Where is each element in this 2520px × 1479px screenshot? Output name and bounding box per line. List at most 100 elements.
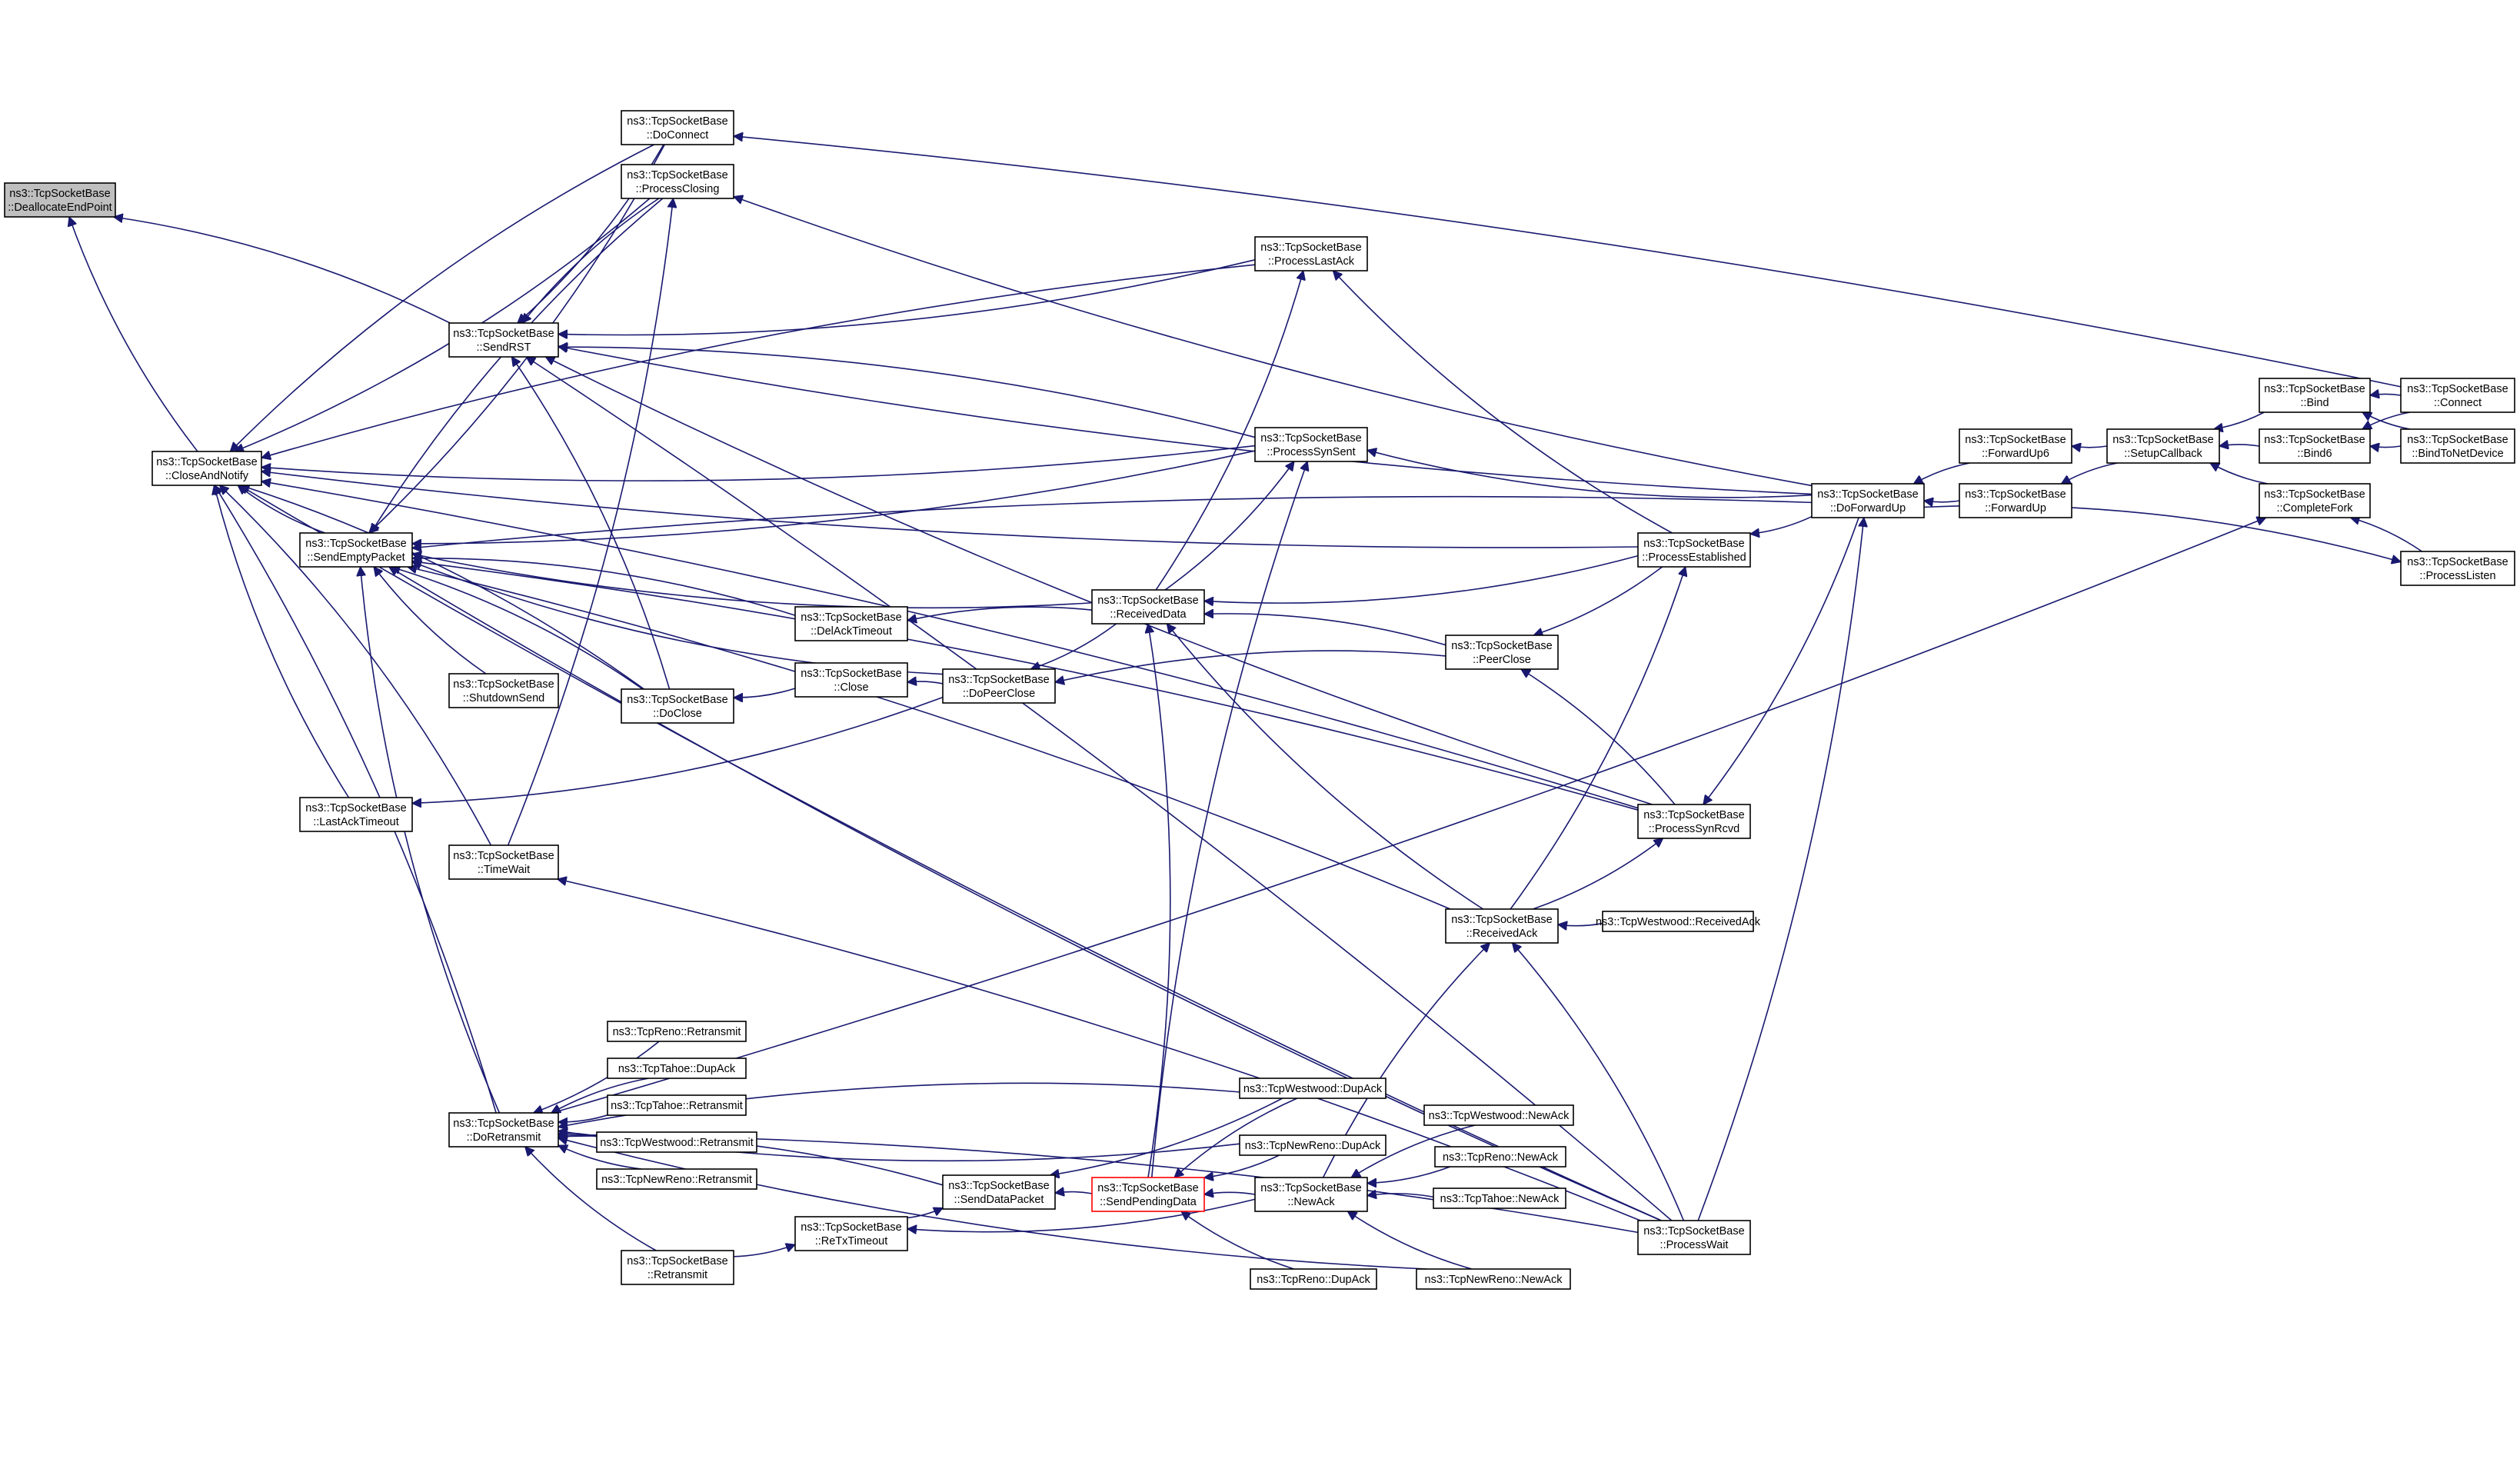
node-bind[interactable]: ns3::TcpSocketBase::Bind xyxy=(2259,378,2371,413)
node-newRenoNewAck[interactable]: ns3::TcpNewReno::NewAck xyxy=(1416,1268,1571,1290)
node-setupCb[interactable]: ns3::TcpSocketBase::SetupCallback xyxy=(2106,428,2220,464)
edge-procEstablished-to-closeNotify xyxy=(261,471,1639,548)
edge-sendPending-to-procSynSent xyxy=(1150,461,1307,1178)
node-box xyxy=(299,532,413,568)
node-procWait[interactable]: ns3::TcpSocketBase::ProcessWait xyxy=(1637,1220,1751,1255)
node-label: ns3::TcpSocketBase xyxy=(156,456,257,468)
edge-doPeerClose-to-lastAckTimeout xyxy=(412,696,944,804)
node-fwdUp6[interactable]: ns3::TcpSocketBase::ForwardUp6 xyxy=(1959,428,2072,464)
node-doForwardUp[interactable]: ns3::TcpSocketBase::DoForwardUp xyxy=(1811,483,1925,518)
node-bindNet[interactable]: ns3::TcpSocketBase::BindToNetDevice xyxy=(2400,428,2515,464)
node-label: ::ProcessSynRcvd xyxy=(1649,823,1739,835)
node-timeWait[interactable]: ns3::TcpSocketBase::TimeWait xyxy=(448,844,559,880)
node-label: ::ProcessEstablished xyxy=(1642,551,1746,564)
node-label: ::Retransmit xyxy=(647,1269,707,1281)
node-shutdownSend[interactable]: ns3::TcpSocketBase::ShutdownSend xyxy=(448,673,559,708)
node-tahoeDup[interactable]: ns3::TcpTahoe::DupAck xyxy=(607,1058,747,1079)
node-label: ns3::TcpSocketBase xyxy=(1451,640,1552,652)
node-doClose[interactable]: ns3::TcpSocketBase::DoClose xyxy=(621,688,734,724)
node-westNewAck[interactable]: ns3::TcpWestwood::NewAck xyxy=(1423,1104,1574,1126)
edge-fwdUp6-to-doForwardUp xyxy=(1913,462,1970,485)
node-procClosing[interactable]: ns3::TcpSocketBase::ProcessClosing xyxy=(621,164,734,199)
node-bind6[interactable]: ns3::TcpSocketBase::Bind6 xyxy=(2259,428,2371,464)
node-box xyxy=(448,1112,559,1148)
node-procSynSent[interactable]: ns3::TcpSocketBase::ProcessSynSent xyxy=(1254,427,1368,462)
node-doPeerClose[interactable]: ns3::TcpSocketBase::DoPeerClose xyxy=(942,668,1056,704)
node-newAck[interactable]: ns3::TcpSocketBase::NewAck xyxy=(1254,1177,1368,1212)
edge-procEstablished-to-recvData xyxy=(1204,555,1639,604)
node-renoRetx[interactable]: ns3::TcpReno::Retransmit xyxy=(607,1021,747,1042)
node-renoNewAck[interactable]: ns3::TcpReno::NewAck xyxy=(1434,1146,1566,1168)
edge-close-to-doClose xyxy=(734,688,796,698)
node-sendPending[interactable]: ns3::TcpSocketBase::SendPendingData xyxy=(1091,1177,1205,1212)
node-newRenoRetx[interactable]: ns3::TcpNewReno::Retransmit xyxy=(596,1168,757,1190)
node-close[interactable]: ns3::TcpSocketBase::Close xyxy=(794,662,908,698)
node-box xyxy=(1239,1134,1386,1156)
node-retransmit[interactable]: ns3::TcpSocketBase::Retransmit xyxy=(621,1250,734,1285)
node-label: ns3::TcpSocketBase xyxy=(948,1180,1049,1192)
node-westDup[interactable]: ns3::TcpWestwood::DupAck xyxy=(1239,1078,1386,1099)
node-sendEmpty[interactable]: ns3::TcpSocketBase::SendEmptyPacket xyxy=(299,532,413,568)
node-lastAckTimeout[interactable]: ns3::TcpSocketBase::LastAckTimeout xyxy=(299,797,413,832)
node-sendDataPkt[interactable]: ns3::TcpSocketBase::SendDataPacket xyxy=(942,1174,1056,1210)
edge-tahoeDup-to-doRetx xyxy=(551,1078,649,1114)
node-recvAck[interactable]: ns3::TcpSocketBase::ReceivedAck xyxy=(1445,908,1559,944)
node-label: ::PeerClose xyxy=(1473,654,1531,666)
edge-procWait-to-doForwardUp xyxy=(1697,518,1864,1221)
edge-westRecvAck-to-recvAck xyxy=(1558,924,1603,926)
node-sendRST[interactable]: ns3::TcpSocketBase::SendRST xyxy=(448,322,559,358)
node-label: ns3::TcpSocketBase xyxy=(305,538,406,550)
node-box xyxy=(2259,428,2371,464)
node-label: ::DeallocateEndPoint xyxy=(8,202,112,214)
node-closeNotify[interactable]: ns3::TcpSocketBase::CloseAndNotify xyxy=(151,451,262,486)
node-box xyxy=(1433,1188,1566,1209)
node-box xyxy=(1423,1104,1574,1126)
node-label: ns3::TcpSocketBase xyxy=(1817,488,1918,501)
node-label: ns3::TcpSocketBase xyxy=(2407,383,2508,395)
node-box xyxy=(621,164,734,199)
node-newRenoDup[interactable]: ns3::TcpNewReno::DupAck xyxy=(1239,1134,1386,1156)
edge-recvData-to-procSynSent xyxy=(1164,461,1294,591)
node-tahoeNewAck[interactable]: ns3::TcpTahoe::NewAck xyxy=(1433,1188,1566,1209)
edge-procSynRcvd-to-sendEmpty xyxy=(412,561,1639,811)
edge-procClosing-to-sendEmpty xyxy=(371,198,664,533)
node-box xyxy=(2400,428,2515,464)
node-fwdUp[interactable]: ns3::TcpSocketBase::ForwardUp xyxy=(1959,483,2072,518)
edge-retxTimeout-to-sendDataPkt xyxy=(907,1208,943,1219)
node-procEstablished[interactable]: ns3::TcpSocketBase::ProcessEstablished xyxy=(1637,532,1751,568)
node-recvData[interactable]: ns3::TcpSocketBase::ReceivedData xyxy=(1091,589,1205,625)
node-procSynRcvd[interactable]: ns3::TcpSocketBase::ProcessSynRcvd xyxy=(1637,804,1751,839)
node-westRetx[interactable]: ns3::TcpWestwood::Retransmit xyxy=(596,1131,757,1153)
node-box xyxy=(1637,532,1751,568)
node-westRecvAck[interactable]: ns3::TcpWestwood::ReceivedAck xyxy=(1596,911,1761,932)
node-label: ns3::TcpSocketBase xyxy=(627,115,727,128)
node-label: ::ProcessWait xyxy=(1660,1239,1729,1251)
node-procListen[interactable]: ns3::TcpSocketBase::ProcessListen xyxy=(2400,551,2515,586)
node-retxTimeout[interactable]: ns3::TcpSocketBase::ReTxTimeout xyxy=(794,1216,908,1251)
node-connect[interactable]: ns3::TcpSocketBase::Connect xyxy=(2400,378,2515,413)
node-doRetx[interactable]: ns3::TcpSocketBase::DoRetransmit xyxy=(448,1112,559,1148)
node-procLastAck[interactable]: ns3::TcpSocketBase::ProcessLastAck xyxy=(1254,236,1368,271)
node-delAck[interactable]: ns3::TcpSocketBase::DelAckTimeout xyxy=(794,606,908,641)
node-box xyxy=(794,1216,908,1251)
node-renoDup[interactable]: ns3::TcpReno::DupAck xyxy=(1250,1268,1377,1290)
node-doConnect[interactable]: ns3::TcpSocketBase::DoConnect xyxy=(621,110,734,145)
node-label: ns3::TcpSocketBase xyxy=(453,328,554,340)
node-box xyxy=(1239,1078,1386,1099)
edge-procSynRcvd-to-closeNotify xyxy=(261,481,1639,809)
node-label: ns3::TcpTahoe::NewAck xyxy=(1440,1193,1560,1205)
edge-newAck-to-retxTimeout xyxy=(907,1198,1256,1231)
edge-procClosing-to-closeNotify xyxy=(235,198,651,451)
edge-timeWait-to-procClosing xyxy=(507,198,674,846)
node-label: ::Bind xyxy=(2300,397,2329,409)
node-box xyxy=(1254,1177,1368,1212)
node-tahoeRetx[interactable]: ns3::TcpTahoe::Retransmit xyxy=(607,1094,747,1116)
node-peerClose[interactable]: ns3::TcpSocketBase::PeerClose xyxy=(1445,635,1559,670)
edge-lastAckTimeout-to-closeNotify xyxy=(214,485,350,798)
node-completeFork[interactable]: ns3::TcpSocketBase::CompleteFork xyxy=(2259,483,2371,518)
node-label: ns3::TcpTahoe::DupAck xyxy=(618,1063,736,1075)
node-dealloc[interactable]: ns3::TcpSocketBase::DeallocateEndPoint xyxy=(4,182,116,218)
node-label: ns3::TcpSocketBase xyxy=(801,668,901,680)
edge-bindNet-to-bind xyxy=(2362,411,2411,430)
node-label: ::ProcessSynSent xyxy=(1267,446,1355,458)
